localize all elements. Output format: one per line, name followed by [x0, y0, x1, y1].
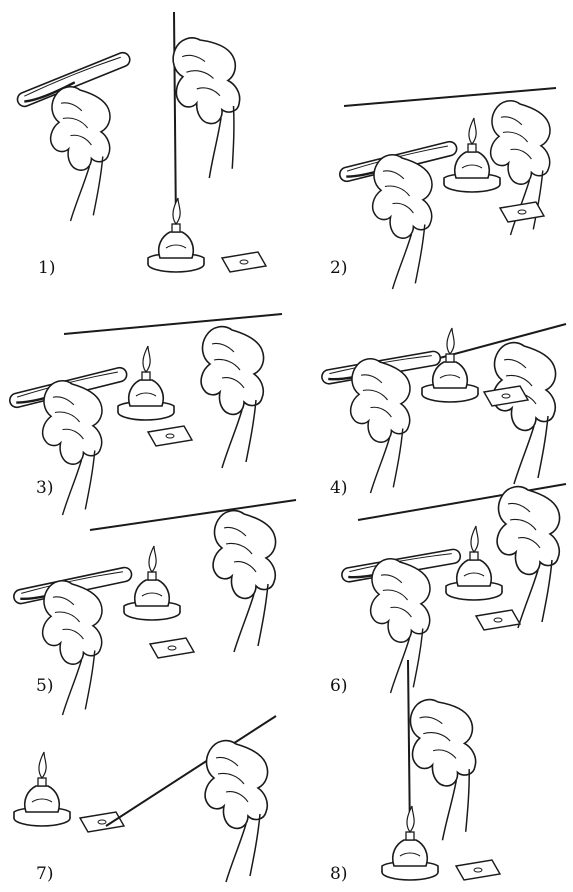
step-label-8: 8) [330, 864, 347, 884]
hand-icon [213, 511, 275, 652]
step-7-scene [14, 716, 276, 882]
inoculating-loop-icon [344, 88, 556, 106]
step-label-4: 4) [330, 478, 347, 498]
step-label-7: 7) [36, 864, 53, 884]
step-4-scene [321, 324, 566, 493]
hand-icon [51, 87, 110, 221]
step-label-5: 5) [36, 676, 53, 696]
spirit-lamp-icon [148, 198, 204, 272]
step-label-1: 1) [38, 258, 55, 278]
spirit-lamp-icon [124, 546, 180, 620]
spirit-lamp-icon [14, 752, 70, 826]
glass-slide-icon [80, 812, 124, 832]
spirit-lamp-icon [118, 346, 174, 420]
hand-icon [351, 359, 410, 493]
step-label-2: 2) [330, 258, 347, 278]
spirit-lamp-icon [382, 806, 438, 880]
glass-slide-icon [148, 426, 192, 446]
step-8-scene [382, 660, 500, 880]
hand-icon [201, 327, 263, 468]
hand-icon [373, 155, 432, 289]
hand-icon [407, 695, 484, 842]
step-label-3: 3) [36, 478, 53, 498]
hand-icon [371, 559, 430, 693]
hand-icon [169, 32, 251, 181]
hand-icon [493, 343, 555, 484]
glass-slide-icon [222, 252, 266, 272]
hand-icon [205, 741, 267, 882]
inoculating-loop-icon [64, 314, 282, 334]
step-label-6: 6) [330, 676, 347, 696]
glass-slide-icon [476, 610, 520, 630]
glass-slide-icon [150, 638, 194, 658]
inoculating-loop-icon [174, 12, 176, 230]
glass-slide-icon [500, 202, 544, 222]
step-1-scene [15, 12, 266, 272]
step-2-scene [338, 88, 556, 289]
hand-icon [497, 487, 559, 628]
step-5-scene [13, 500, 296, 715]
glass-slide-icon [456, 860, 500, 880]
step-6-scene [341, 484, 566, 693]
